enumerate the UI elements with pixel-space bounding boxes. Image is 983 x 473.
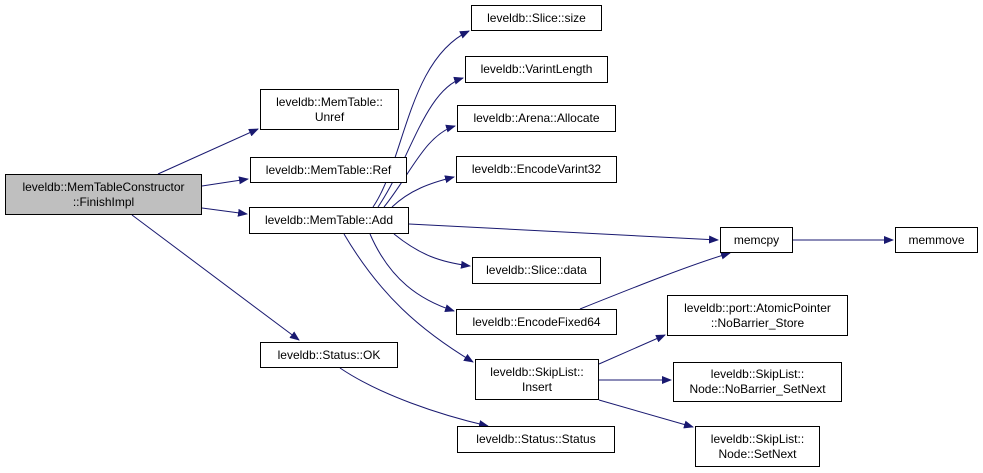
node-memtable-add[interactable]: leveldb::MemTable::Add bbox=[249, 207, 409, 234]
edge-finishimpl-to-unref bbox=[157, 128, 259, 175]
node-label-line: leveldb::Status::OK bbox=[277, 347, 381, 362]
node-label-line: leveldb::port::AtomicPointer bbox=[684, 300, 831, 315]
edge-skiplist_insert-to-setnext bbox=[598, 399, 694, 429]
node-status-status[interactable]: leveldb::Status::Status bbox=[457, 426, 615, 453]
node-label-line: leveldb::Arena::Allocate bbox=[473, 111, 600, 125]
node-atomicpointer-nobarrier-store[interactable]: leveldb::port::AtomicPointer ::NoBarrier… bbox=[667, 295, 848, 336]
node-memmove[interactable]: memmove bbox=[895, 227, 978, 253]
node-varintlength[interactable]: leveldb::VarintLength bbox=[465, 56, 608, 83]
node-label-line: Unref bbox=[314, 109, 345, 124]
node-label-line: memmove bbox=[908, 232, 965, 247]
node-arena-allocate[interactable]: leveldb::Arena::Allocate bbox=[457, 105, 616, 132]
edge-add-to-slice_size bbox=[372, 30, 470, 208]
node-label-line: Node::NoBarrier_SetNext bbox=[689, 382, 826, 396]
edge-add-to-varintlength bbox=[377, 76, 464, 208]
node-skiplist-node-setnext[interactable]: leveldb::SkipList:: Node::SetNext bbox=[695, 426, 820, 467]
node-label-line: memcpy bbox=[733, 232, 780, 247]
node-skiplist-insert[interactable]: leveldb::SkipList:: Insert bbox=[475, 359, 599, 400]
node-label-line: Insert bbox=[521, 379, 552, 394]
node-label-line: leveldb::Status::Status bbox=[476, 432, 596, 446]
node-label-line: leveldb::EncodeVarint32 bbox=[471, 162, 602, 176]
node-label-line: ::NoBarrier_Store bbox=[710, 315, 805, 330]
edge-finishimpl-to-add bbox=[201, 207, 248, 217]
node-label-line: leveldb::EncodeFixed64 bbox=[472, 314, 601, 329]
node-label-line: leveldb::VarintLength bbox=[480, 62, 593, 76]
node-encodefixed64[interactable]: leveldb::EncodeFixed64 bbox=[456, 309, 617, 335]
node-skiplist-node-nobarrier-setnext[interactable]: leveldb::SkipList:: Node::NoBarrier_SetN… bbox=[673, 362, 842, 402]
node-label-line: leveldb::MemTable:: bbox=[276, 94, 383, 109]
node-label-line: leveldb::SkipList:: bbox=[490, 364, 584, 379]
edge-add-to-memcpy bbox=[408, 223, 719, 244]
node-status-ok[interactable]: leveldb::Status::OK bbox=[260, 342, 398, 368]
node-encodevarint32[interactable]: leveldb::EncodeVarint32 bbox=[456, 156, 617, 183]
node-label-line: leveldb::SkipList:: bbox=[710, 431, 805, 446]
node-label-line: leveldb::SkipList:: bbox=[710, 367, 805, 381]
node-label-line: Node::SetNext bbox=[718, 446, 797, 461]
edge-add-to-slice_data bbox=[393, 233, 471, 269]
edge-finishimpl-to-ref bbox=[201, 176, 249, 187]
node-slice-size[interactable]: leveldb::Slice::size bbox=[471, 5, 602, 31]
edge-add-to-skiplist_insert bbox=[343, 233, 474, 363]
edge-add-to-arena_allocate bbox=[383, 124, 456, 208]
node-slice-data[interactable]: leveldb::Slice::data bbox=[472, 257, 601, 284]
edge-add-to-encodefixed64 bbox=[369, 233, 455, 313]
node-memtableconstructor-finishimpl[interactable]: leveldb::MemTableConstructor ::FinishImp… bbox=[5, 174, 202, 215]
edge-skiplist_insert-to-atomicpointer bbox=[598, 334, 666, 365]
edge-encodefixed64-to-memcpy bbox=[579, 251, 731, 310]
node-label-line: leveldb::Slice::size bbox=[487, 10, 586, 25]
node-memtable-unref[interactable]: leveldb::MemTable:: Unref bbox=[260, 89, 399, 130]
edge-add-to-encodevarint32 bbox=[391, 175, 455, 208]
node-memcpy[interactable]: memcpy bbox=[720, 227, 793, 253]
edge-finishimpl-to-status_ok bbox=[131, 214, 300, 341]
node-label-line: leveldb::MemTableConstructor bbox=[22, 179, 185, 194]
node-label-line: ::FinishImpl bbox=[72, 194, 135, 209]
node-label-line: leveldb::MemTable::Ref bbox=[265, 162, 392, 177]
node-memtable-ref[interactable]: leveldb::MemTable::Ref bbox=[250, 157, 407, 183]
node-label-line: leveldb::MemTable::Add bbox=[264, 213, 394, 227]
node-label-line: leveldb::Slice::data bbox=[486, 263, 587, 277]
edge-status_ok-to-status_status bbox=[339, 367, 489, 428]
